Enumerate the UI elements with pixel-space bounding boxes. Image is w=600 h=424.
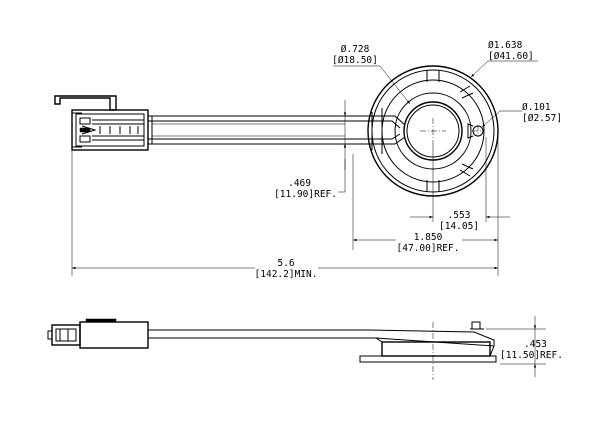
dim-height: .453 [11.50]REF. — [486, 316, 563, 377]
dim-strap-width-in: .469 — [288, 178, 311, 189]
dim-height-in: .453 — [524, 339, 547, 350]
side-view: .453 [11.50]REF. — [47, 316, 563, 380]
dim-hole-dia-in: Ø.728 — [341, 44, 370, 55]
side-cap — [359, 321, 497, 380]
dim-strap-width-mm: [11.90]REF. — [274, 189, 337, 200]
dim-height-mm: [11.50]REF. — [500, 350, 563, 361]
dim-offset: .553 [14.05] — [410, 137, 510, 232]
connector-housing — [54, 95, 153, 151]
dim-offset-in: .553 — [448, 210, 471, 221]
side-strap — [148, 329, 495, 347]
side-connector — [47, 318, 149, 349]
top-view: Ø.728 [Ø18.50] Ø1.638 [Ø41.60] Ø.101 [Ø2… — [54, 40, 562, 280]
dim-small-dia-mm: [Ø2.57] — [522, 113, 562, 124]
dim-overall-length: 5.6 [142.2]MIN. — [71, 150, 499, 280]
dim-overall-in: 5.6 — [277, 258, 294, 269]
dim-small-diameter: Ø.101 [Ø2.57] — [481, 102, 562, 128]
dim-overall-mm: [142.2]MIN. — [255, 269, 318, 280]
dim-cap-span: 1.850 [47.00]REF. — [352, 131, 499, 254]
dim-small-dia-in: Ø.101 — [522, 102, 551, 113]
strap — [148, 115, 345, 145]
dim-hole-diameter: Ø.728 [Ø18.50] — [332, 44, 411, 105]
dim-strap-width: .469 [11.90]REF. — [274, 100, 355, 200]
dim-hole-dia-mm: [Ø18.50] — [332, 55, 378, 66]
dim-outer-diameter: Ø1.638 [Ø41.60] — [470, 40, 538, 78]
dim-offset-mm: [14.05] — [439, 221, 479, 232]
dim-outer-dia-mm: [Ø41.60] — [488, 51, 534, 62]
dim-cap-span-mm: [47.00]REF. — [397, 243, 460, 254]
dim-outer-dia-in: Ø1.638 — [488, 40, 523, 51]
circular-cap — [345, 65, 499, 197]
dim-cap-span-in: 1.850 — [414, 232, 443, 243]
